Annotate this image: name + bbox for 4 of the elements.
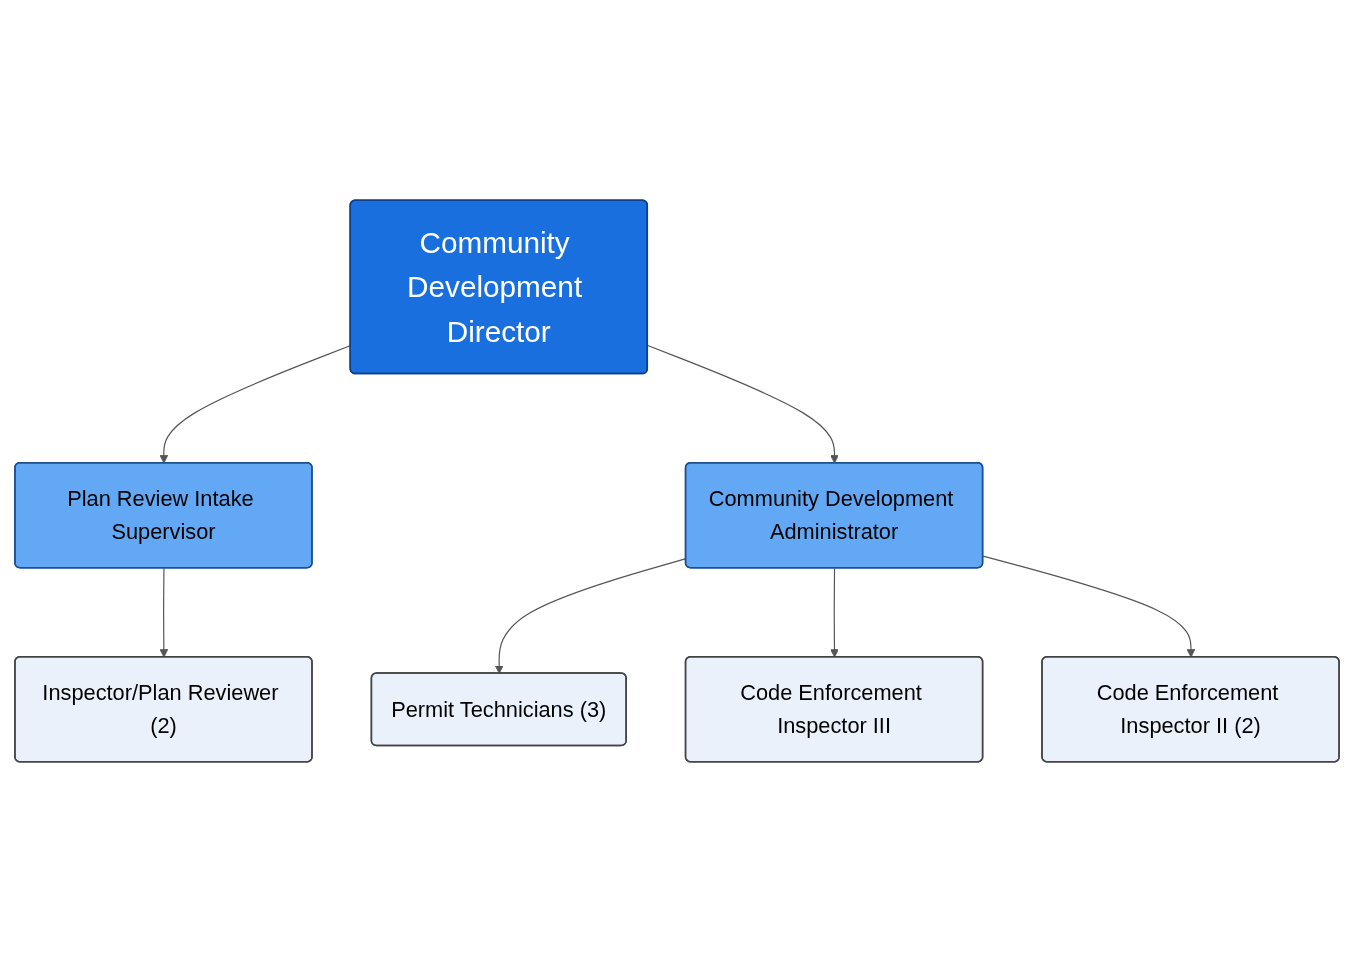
arrow <box>159 567 169 658</box>
arrow <box>647 344 839 464</box>
arrow <box>982 555 1196 658</box>
arrow <box>830 567 839 658</box>
